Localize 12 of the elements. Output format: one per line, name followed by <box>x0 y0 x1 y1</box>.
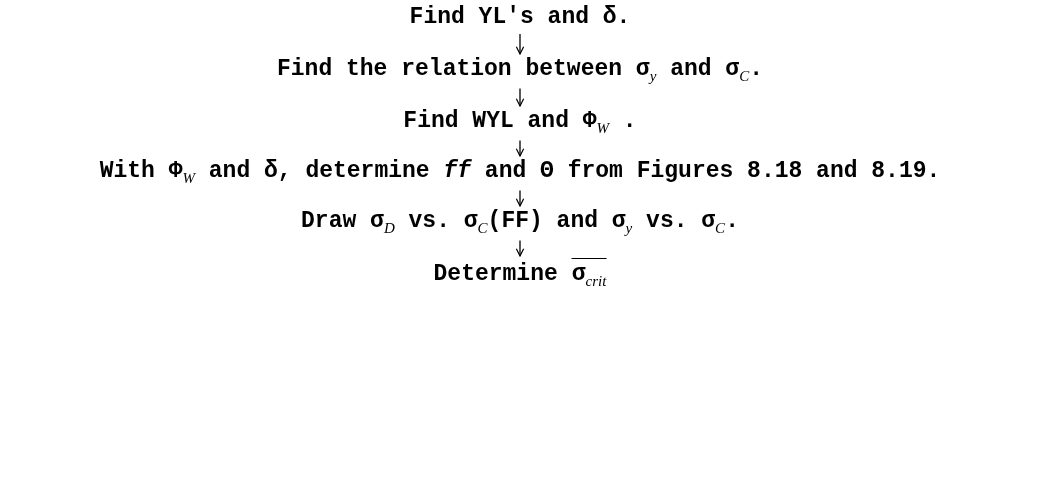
flow-step-text: With Φ$_{W}$ and δ, determine ff and Θ from Figures 8.18 and 8.19. <box>99 158 941 187</box>
arrow <box>515 189 525 207</box>
arrow <box>515 239 525 257</box>
flow-step-text: Find YL's and δ. <box>409 4 631 30</box>
arrow <box>515 139 525 157</box>
flow-step-text: Find WYL and Φ$_{W}$ . <box>403 108 637 137</box>
flow-step-text: σ$_{crit}$ <box>571 258 607 290</box>
flow-step-text: Determine <box>433 261 558 287</box>
arrow <box>515 33 525 55</box>
flow-step-text: Draw σ$_{D}$ vs. σ$_{C}$(FF) and σ$_{y}$ vs. σ$_{C}$. <box>301 208 739 237</box>
flow-step-text: Find the relation between σ$_{y}$ and σ$_{C}$. <box>277 56 763 85</box>
arrow <box>515 87 525 107</box>
